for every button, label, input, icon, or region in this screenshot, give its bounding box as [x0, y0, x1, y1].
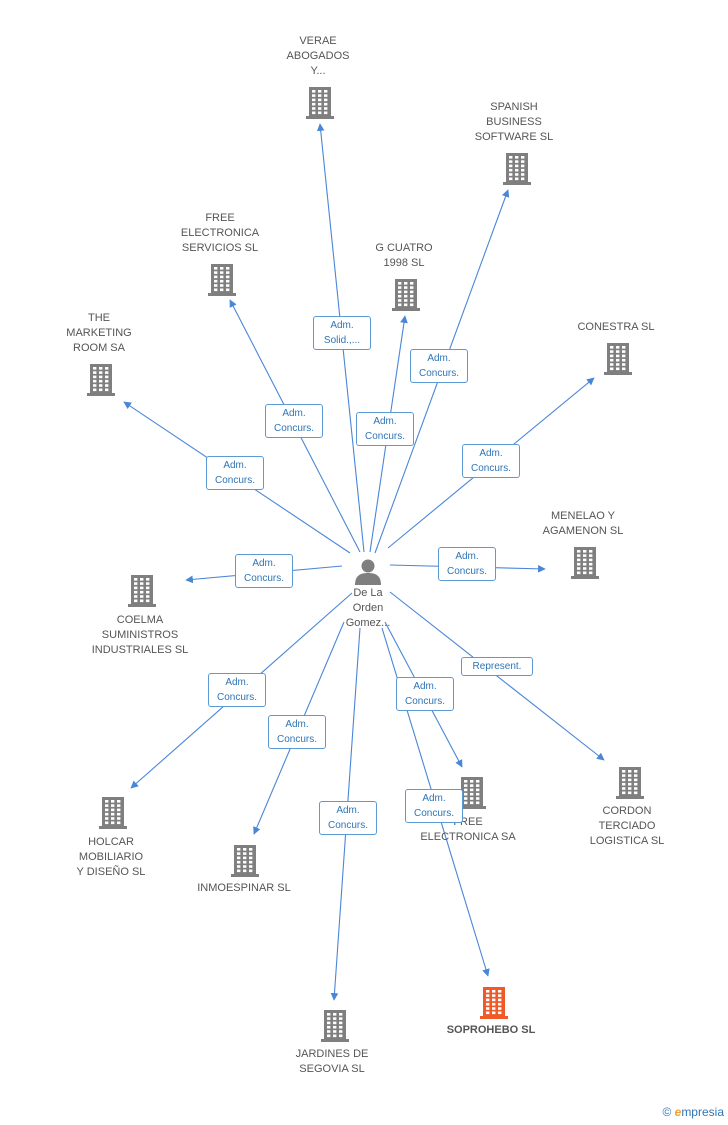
- edge-label-conestra[interactable]: Adm. Concurs.: [462, 444, 520, 478]
- person-icon: [355, 559, 381, 585]
- building-icon: [231, 845, 259, 877]
- edge-label-soprohebo[interactable]: Adm. Concurs.: [405, 789, 463, 823]
- edge-label-free-serv[interactable]: Adm. Concurs.: [265, 404, 323, 438]
- edge-label-holcar[interactable]: Adm. Concurs.: [208, 673, 266, 707]
- company-label-holcar[interactable]: HOLCAR MOBILIARIO Y DISEÑO SL: [56, 835, 166, 880]
- building-icon: [87, 364, 115, 396]
- company-label-verae[interactable]: VERAE ABOGADOS Y...: [268, 34, 368, 79]
- company-name: CORDON TERCIADO LOGISTICA SL: [589, 805, 665, 847]
- company-node-gcuatro[interactable]: [390, 277, 422, 311]
- company-name: VERAE ABOGADOS Y...: [286, 35, 350, 77]
- copyright-symbol: ©: [662, 1105, 672, 1119]
- building-icon: [128, 575, 156, 607]
- company-name: HOLCAR MOBILIARIO Y DISEÑO SL: [76, 836, 146, 878]
- company-label-gcuatro[interactable]: G CUATRO 1998 SL: [359, 241, 449, 271]
- company-name: SPANISH BUSINESS SOFTWARE SL: [474, 101, 554, 143]
- building-icon: [571, 547, 599, 579]
- brand-name: mpresia: [681, 1105, 724, 1119]
- company-node-spanish[interactable]: [501, 151, 533, 185]
- footer-brand: © empresia: [662, 1105, 724, 1119]
- company-name: G CUATRO 1998 SL: [375, 242, 433, 269]
- edge-label-marketing[interactable]: Adm. Concurs.: [206, 456, 264, 490]
- company-label-cordon[interactable]: CORDON TERCIADO LOGISTICA SL: [572, 804, 682, 849]
- building-icon: [480, 987, 508, 1019]
- edge-label-jardines[interactable]: Adm. Concurs.: [319, 801, 377, 835]
- edge-label-menelao[interactable]: Adm. Concurs.: [438, 547, 496, 581]
- edge-line-cordon: [389, 591, 605, 761]
- company-label-conestra[interactable]: CONESTRA SL: [566, 320, 666, 335]
- edge-label-verae[interactable]: Adm. Solid.,...: [313, 316, 371, 350]
- company-label-coelma[interactable]: COELMA SUMINISTROS INDUSTRIALES SL: [80, 613, 200, 658]
- company-name: SOPROHEBO SL: [446, 1024, 536, 1036]
- company-label-menelao[interactable]: MENELAO Y AGAMENON SL: [528, 509, 638, 539]
- building-icon: [208, 264, 236, 296]
- building-icon: [321, 1010, 349, 1042]
- company-node-free-serv[interactable]: [206, 262, 238, 296]
- company-name: INMOESPINAR SL: [197, 882, 291, 894]
- edge-label-cordon[interactable]: Represent.: [461, 656, 533, 676]
- building-icon: [604, 343, 632, 375]
- company-name: MENELAO Y AGAMENON SL: [542, 510, 624, 537]
- edge-label-spanish[interactable]: Adm. Concurs.: [410, 349, 468, 383]
- company-node-inmoespinar[interactable]: [229, 843, 261, 877]
- building-icon: [616, 767, 644, 799]
- company-node-cordon[interactable]: [614, 765, 646, 799]
- building-icon: [99, 797, 127, 829]
- company-node-verae[interactable]: [304, 85, 336, 119]
- center-person-label: De La Orden Gomez...: [345, 587, 391, 629]
- company-label-spanish[interactable]: SPANISH BUSINESS SOFTWARE SL: [459, 100, 569, 145]
- company-label-soprohebo[interactable]: SOPROHEBO SL: [431, 1023, 551, 1038]
- center-person-node[interactable]: De La Orden Gomez...: [330, 556, 406, 631]
- building-icon: [503, 153, 531, 185]
- building-icon: [392, 279, 420, 311]
- company-label-free-serv[interactable]: FREE ELECTRONICA SERVICIOS SL: [165, 211, 275, 256]
- company-node-free-sa[interactable]: [456, 775, 488, 809]
- edge-label-inmoespinar[interactable]: Adm. Concurs.: [268, 715, 326, 749]
- company-label-jardines[interactable]: JARDINES DE SEGOVIA SL: [277, 1047, 387, 1077]
- company-node-menelao[interactable]: [569, 545, 601, 579]
- company-name: THE MARKETING ROOM SA: [66, 312, 132, 354]
- building-icon: [306, 87, 334, 119]
- edge-label-free-sa[interactable]: Adm. Concurs.: [396, 677, 454, 711]
- company-node-conestra[interactable]: [602, 341, 634, 375]
- company-name: JARDINES DE SEGOVIA SL: [295, 1048, 369, 1075]
- company-node-coelma[interactable]: [126, 573, 158, 607]
- company-node-marketing[interactable]: [85, 362, 117, 396]
- company-node-soprohebo[interactable]: [478, 985, 510, 1019]
- company-label-marketing[interactable]: THE MARKETING ROOM SA: [49, 311, 149, 356]
- company-name: CONESTRA SL: [577, 321, 655, 333]
- edge-label-gcuatro[interactable]: Adm. Concurs.: [356, 412, 414, 446]
- company-name: COELMA SUMINISTROS INDUSTRIALES SL: [91, 614, 189, 656]
- building-icon: [458, 777, 486, 809]
- edge-label-coelma[interactable]: Adm. Concurs.: [235, 554, 293, 588]
- company-name: FREE ELECTRONICA SERVICIOS SL: [180, 212, 260, 254]
- company-node-jardines[interactable]: [319, 1008, 351, 1042]
- brand-initial: e: [674, 1105, 682, 1119]
- company-node-holcar[interactable]: [97, 795, 129, 829]
- company-label-inmoespinar[interactable]: INMOESPINAR SL: [189, 881, 299, 896]
